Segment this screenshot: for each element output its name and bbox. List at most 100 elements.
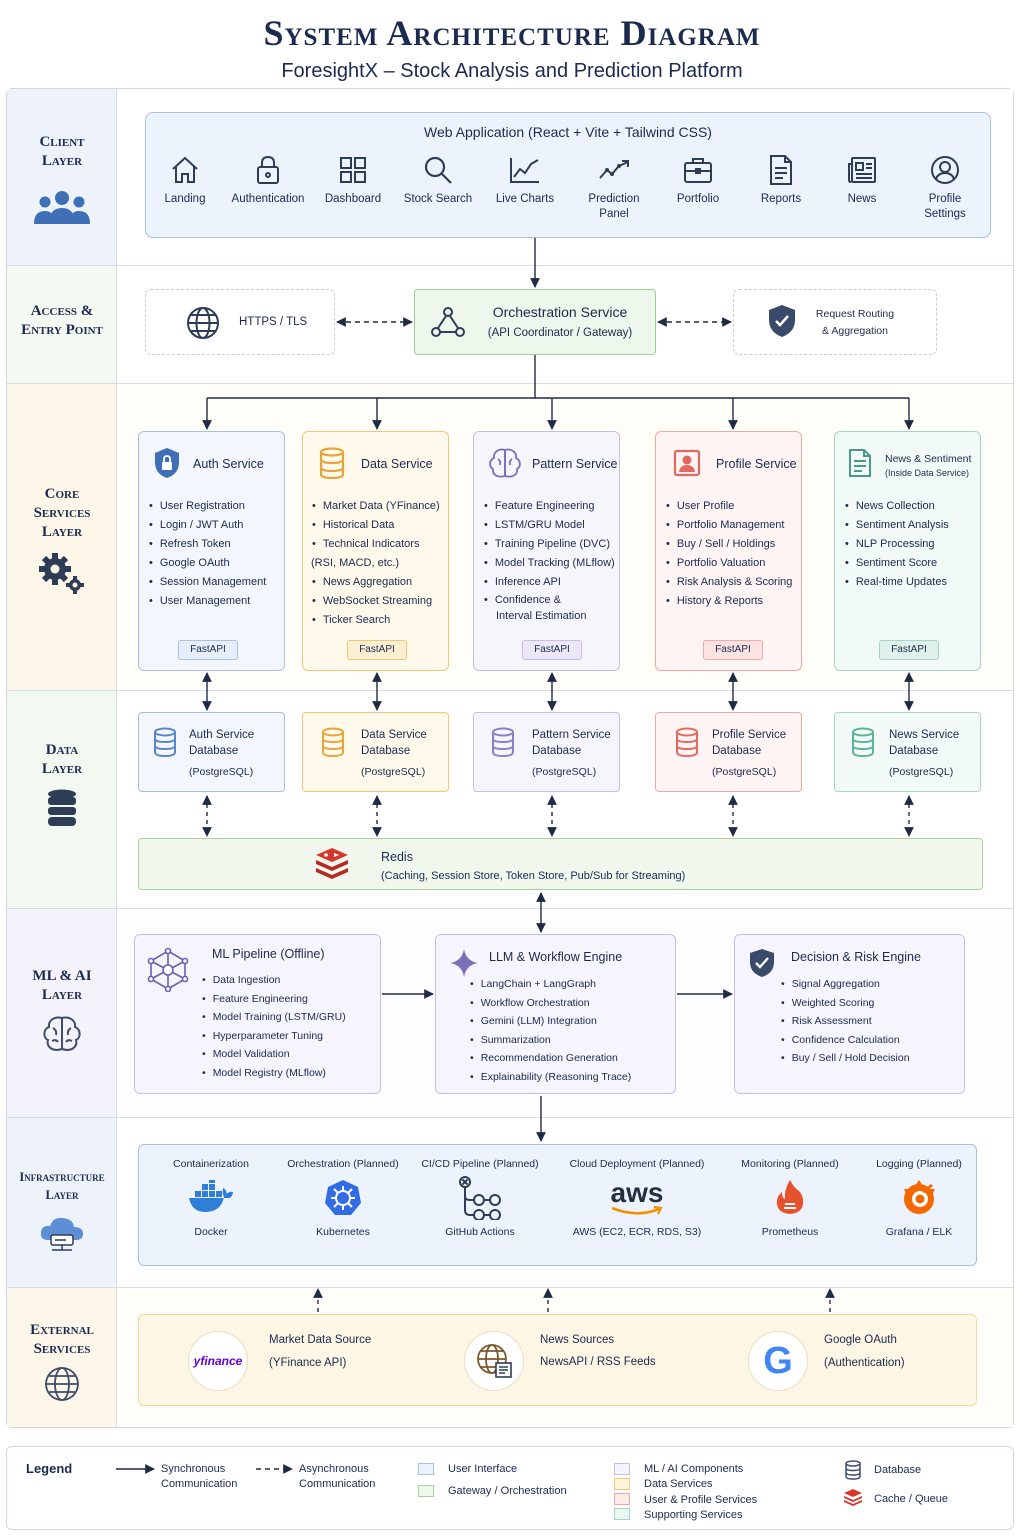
core-band-label [7,384,117,690]
legend-box [6,1446,1014,1530]
news-sources-title[interactable]: News Sources [540,1334,615,1346]
docker-icon [136,1170,286,1226]
postgresql-label: (PostgreSQL) [361,766,426,778]
redis-box[interactable] [138,838,983,890]
nav-dashboard[interactable]: Dashboard [311,152,395,207]
postgresql-label: (PostgreSQL) [889,766,954,778]
lock-icon [226,152,310,188]
diagram-subtitle: ForesightX – Stock Analysis and Predicti… [281,60,743,82]
redis-title: Redis [381,850,413,864]
infra-docker[interactable]: Containerization Docker [136,1158,286,1238]
profile-service-title: Profile Service [716,457,797,471]
decision-risk-title: Decision & Risk Engine [791,950,921,964]
shield-lock-icon [152,446,182,485]
nav-reports[interactable]: Reports [739,152,823,207]
legend-cache-icon [843,1488,863,1511]
decision-risk-features: Signal AggregationWeighted ScoringRisk A… [781,975,910,1068]
infra-aws[interactable]: Cloud Deployment (Planned) aws AWS (EC2,… [562,1158,712,1238]
legend-gateway: Gateway / Orchestration [448,1485,567,1497]
band-divider [7,383,1013,384]
nav-authentication[interactable]: Authentication [226,152,310,207]
pattern-service-features: Feature EngineeringLSTM/GRU ModelTrainin… [484,497,615,624]
cloud-server-icon [32,1212,92,1256]
orchestration-service-subtitle: (API Coordinator / Gateway) [487,327,633,339]
database-icon [152,727,178,762]
database-icon [320,727,346,762]
google-oauth-title[interactable]: Google OAuth [824,1334,897,1346]
auth-service-features: User RegistrationLogin / JWT AuthRefresh… [149,497,266,611]
database-icon [674,727,700,762]
profile-service-features: User ProfilePortfolio ManagementBuy / Se… [666,497,793,611]
newspaper-icon [820,152,904,188]
request-routing-label: Request Routing& Aggregation [815,308,895,337]
llm-workflow-features: LangChain + LangGraphWorkflow Orchestrat… [470,975,632,1086]
legend-support: Supporting Services [644,1509,743,1521]
band-divider [7,690,1013,691]
database-icon [318,447,346,484]
brain-icon [32,1012,92,1056]
diagram-title: System Architecture Diagram [263,13,761,53]
google-oauth-subtitle: (Authentication) [824,1357,905,1369]
news-sources-subtitle: NewsAPI / RSS Feeds [540,1356,656,1368]
infra-grafana[interactable]: Logging (Planned) Grafana / ELK [844,1158,994,1238]
kubernetes-icon [268,1170,418,1226]
infra-prometheus[interactable]: Monitoring (Planned) Prometheus [715,1158,865,1238]
nav-portfolio[interactable]: Portfolio [656,152,740,207]
gears-icon [32,550,92,594]
database-icon [850,727,876,762]
ml-band-label [7,909,117,1117]
orchestration-service-title: Orchestration Service [492,304,628,320]
legend-cache: Cache / Queue [874,1493,948,1505]
nav-landing[interactable]: Landing [143,152,227,207]
legend-swatch-ui [418,1463,434,1475]
data-service-features: Market Data (YFinance)Historical Data Te… [311,497,440,630]
legend-database-icon [844,1460,862,1485]
infrastructure-box [138,1144,977,1266]
legend-swatch-data [614,1478,630,1490]
auth-service-title: Auth Service [193,457,264,471]
legend-ml: ML / AI Components [644,1463,744,1475]
request-routing-box [733,289,937,355]
search-icon [396,152,480,188]
shield-check-icon [748,947,776,984]
llm-workflow-title: LLM & Workflow Engine [489,950,623,964]
fastapi-badge: FastAPI [703,640,763,660]
infra-kubernetes[interactable]: Orchestration (Planned) Kubernetes [268,1158,418,1238]
globe-icon [32,1362,92,1406]
trend-icon [572,152,656,188]
https-tls-box [145,289,335,355]
profile-database-box[interactable] [655,712,802,792]
auth-database-box[interactable] [138,712,285,792]
ml-pipeline-steps: Data IngestionFeature EngineeringModel T… [202,971,346,1082]
news-sentiment-title: News & Sentiment [885,453,972,465]
legend-swatch-gateway [418,1485,434,1497]
nav-news[interactable]: News [820,152,904,207]
data-database-box[interactable] [302,712,449,792]
access-band-label [7,266,117,383]
sparkle-icon [449,948,479,983]
market-data-source-title[interactable]: Market Data Source [269,1334,372,1346]
nav-stock-search[interactable]: Stock Search [396,152,480,207]
legend-data: Data Services [644,1478,713,1490]
nav-live-charts[interactable]: Live Charts [483,152,567,207]
infra-github-actions[interactable]: CI/CD Pipeline (Planned) GitHub Actions [405,1158,555,1238]
line-chart-icon [483,152,567,188]
news-database-box[interactable] [834,712,981,792]
diagram-frame [6,88,1014,1428]
external-band-label [7,1288,117,1427]
fastapi-badge: FastAPI [178,640,238,660]
globe-icon [186,306,220,345]
band-divider [7,265,1013,266]
yfinance-logo: yfinance [188,1331,248,1391]
pattern-database-box[interactable] [473,712,620,792]
fastapi-badge: FastAPI [879,640,939,660]
